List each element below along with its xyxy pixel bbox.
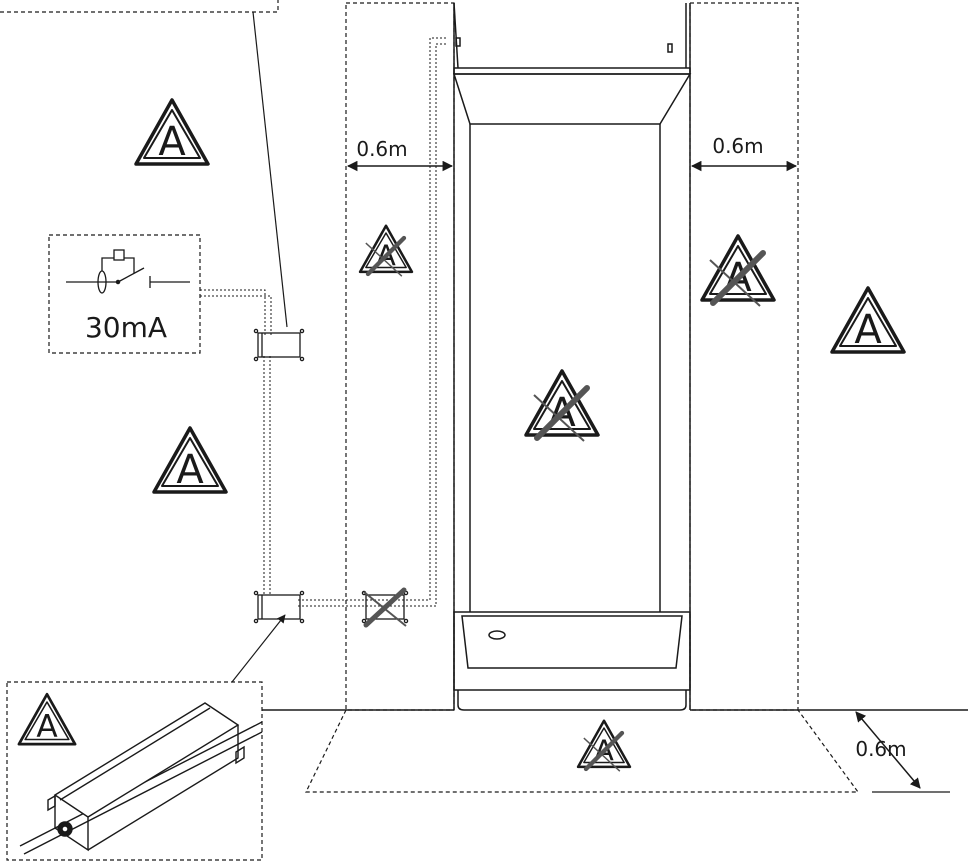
clearance-right-label: 0.6m <box>712 134 763 158</box>
device-callout-box <box>6 681 263 861</box>
prohibited-symbol-shower: A <box>524 369 600 441</box>
warning-symbol-mid-left: A <box>152 426 228 494</box>
clearance-floor-label: 0.6m <box>855 737 906 761</box>
clearance-left-label: 0.6m <box>356 137 407 161</box>
prohibited-symbol-right-zone: A <box>700 234 776 306</box>
prohibited-symbol-left-zone: A <box>358 224 414 276</box>
callout-box-top <box>0 0 279 13</box>
svg-text:A: A <box>176 447 204 493</box>
warning-symbol-inset: A <box>17 692 77 746</box>
zone-floor-outline <box>305 709 860 793</box>
callout-leader-top <box>252 11 288 328</box>
svg-text:A: A <box>36 709 58 745</box>
callout-leader-bottom <box>231 614 286 683</box>
dimension-arrow-floor <box>855 711 921 789</box>
zone-left-outline <box>345 2 455 711</box>
rcd-switch-symbol <box>66 249 190 294</box>
junction-box-upper <box>253 328 305 362</box>
cable-runs <box>200 37 448 607</box>
transformer-device <box>19 702 263 855</box>
warning-symbol-right: A <box>830 286 906 354</box>
svg-text:A: A <box>854 307 882 353</box>
shower-cubicle <box>452 2 692 711</box>
prohibited-symbol-floor: A <box>576 719 632 771</box>
rcd-callout-box <box>48 234 201 354</box>
zone-right-outline <box>689 2 799 711</box>
rcd-rating-label: 30mA <box>85 311 167 344</box>
junction-box-crossed <box>361 587 409 628</box>
junction-box-lower <box>253 590 305 624</box>
svg-text:A: A <box>158 119 186 165</box>
warning-symbol-top-left: A <box>134 98 210 166</box>
